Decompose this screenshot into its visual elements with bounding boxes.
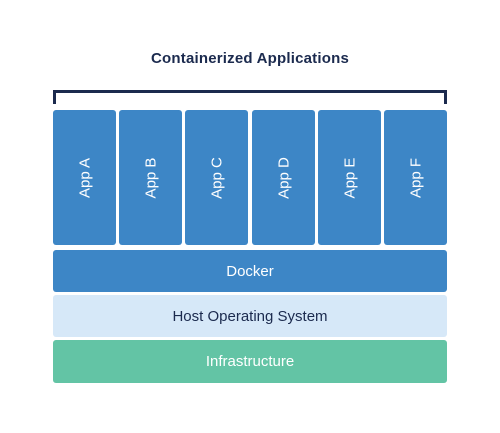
app-box-d: App D bbox=[252, 110, 315, 245]
app-label-e: App E bbox=[341, 157, 358, 198]
app-box-b: App B bbox=[119, 110, 182, 245]
app-label-b: App B bbox=[142, 157, 159, 198]
apps-row: App A App B App C App D App E App F bbox=[53, 110, 447, 245]
app-label-c: App C bbox=[208, 156, 225, 199]
app-label-d: App D bbox=[275, 156, 292, 199]
host-os-layer: Host Operating System bbox=[53, 295, 447, 337]
apps-bracket bbox=[53, 90, 447, 104]
app-label-a: App A bbox=[76, 157, 93, 198]
docker-layer: Docker bbox=[53, 250, 447, 292]
app-label-f: App F bbox=[407, 157, 424, 198]
app-box-f: App F bbox=[384, 110, 447, 245]
infrastructure-layer: Infrastructure bbox=[53, 340, 447, 383]
app-box-a: App A bbox=[53, 110, 116, 245]
app-box-c: App C bbox=[185, 110, 248, 245]
diagram-title: Containerized Applications bbox=[151, 50, 349, 67]
app-box-e: App E bbox=[318, 110, 381, 245]
